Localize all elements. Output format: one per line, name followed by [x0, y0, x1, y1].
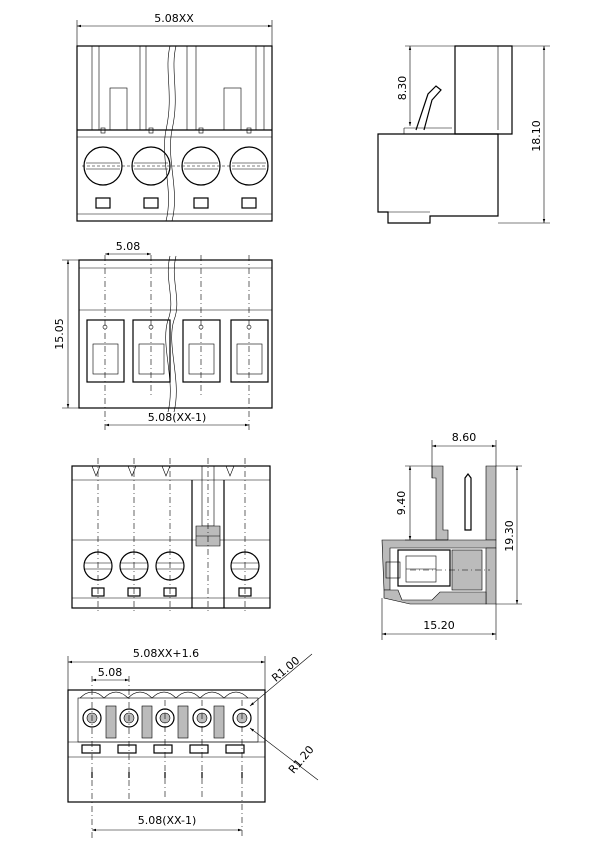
dim-front-span: 5.08(XX-1)	[148, 411, 207, 424]
cross-section-view: 8.60 9.40 19.30 15.20	[381, 431, 522, 640]
wire-entry-cavities	[86, 319, 269, 383]
dim-section-small-height: 9.40	[395, 491, 408, 516]
dim-front-height: 15.05	[53, 318, 66, 350]
front-elevation-view: 5.08XX	[76, 12, 273, 222]
dim-section-width: 8.60	[452, 431, 477, 444]
dim-bottom-width: 5.08XX+1.6	[133, 647, 199, 660]
side-elevation-view: 8.30 18.10	[377, 45, 550, 224]
dim-side-small: 8.30	[396, 76, 409, 101]
dim-side-total: 18.10	[530, 120, 543, 152]
dim-radius-large: R1.20	[286, 743, 317, 776]
dim-bottom-pitch: 5.08	[98, 666, 123, 679]
dim-section-total-height: 19.30	[503, 520, 516, 552]
screw-heads-rear	[83, 551, 260, 581]
dim-section-depth: 15.20	[423, 619, 455, 632]
dim-top-width: 5.08XX	[154, 12, 194, 25]
screw-slots-bottom	[82, 708, 252, 728]
dim-top-pitch: 5.08	[116, 240, 141, 253]
top-plan-view: 5.08 15.05 5.08(XX-1)	[53, 240, 273, 430]
bottom-top-view: 5.08XX+1.6 5.08 5.08(XX-1) R1.00 R1.20	[67, 647, 319, 838]
dim-bottom-span: 5.08(XX-1)	[138, 814, 197, 827]
screw-heads-front	[82, 146, 269, 186]
dim-radius-small: R1.00	[269, 654, 302, 685]
rear-elevation-view	[71, 458, 271, 612]
